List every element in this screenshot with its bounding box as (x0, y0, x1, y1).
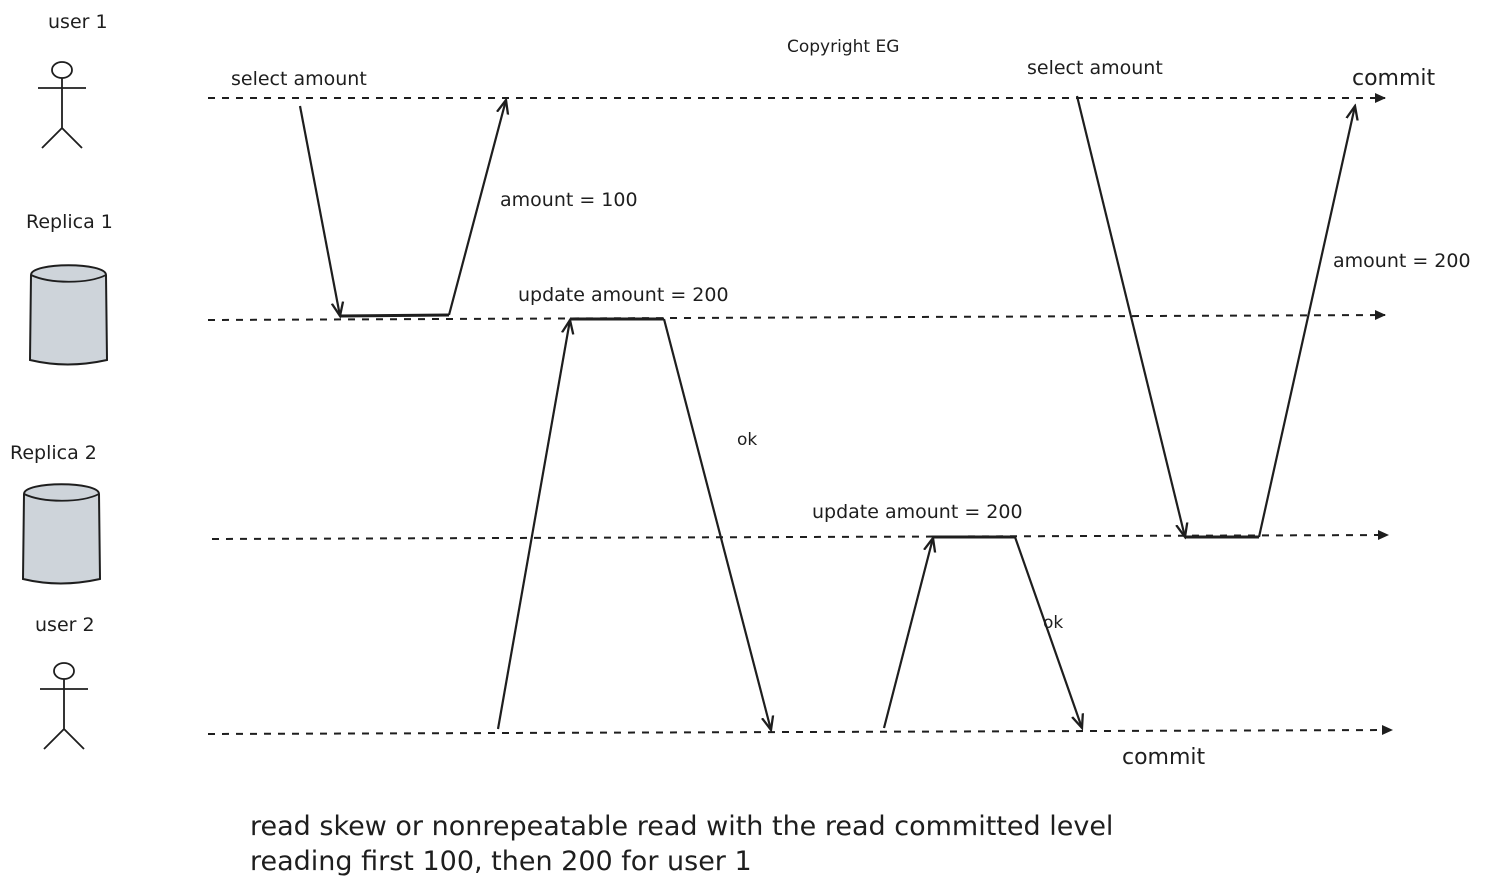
timeline-replica1 (207, 310, 1386, 321)
timeline-user2 (207, 725, 1393, 736)
message-label-update-replica1: update amount = 200 (518, 284, 729, 306)
commit-label-user1: commit (1352, 66, 1436, 91)
message-label-select-amount-2: select amount (1027, 57, 1163, 79)
database-cylinder-icon (21, 483, 102, 585)
arrow-select-amount-2 (1075, 95, 1185, 537)
message-label-select-amount-1: select amount (231, 68, 367, 90)
message-label-amount-200: amount = 200 (1333, 250, 1471, 272)
participant-label-user2: user 2 (35, 614, 95, 636)
participant-replica2: Replica 2 (10, 442, 102, 585)
stick-figure-icon (38, 61, 86, 149)
participant-user1: user 1 (38, 11, 108, 149)
message-label-amount-100: amount = 100 (500, 189, 638, 211)
arrow-amount-100 (447, 100, 506, 316)
participant-label-replica2: Replica 2 (10, 442, 97, 464)
arrow-update-replica2 (882, 538, 933, 729)
arrow-amount-200 (1257, 106, 1355, 538)
database-cylinder-icon (28, 264, 109, 366)
arrow-ok-replica1 (662, 318, 771, 730)
participant-label-user1: user 1 (48, 11, 108, 33)
message-label-ok-replica1: ok (737, 430, 757, 450)
participant-replica1: Replica 1 (26, 211, 113, 366)
stick-figure-icon (40, 662, 88, 750)
arrow-select-amount-1 (298, 105, 340, 316)
processing-bar-replica1-read (339, 313, 450, 318)
copyright-label: Copyright EG (787, 37, 899, 57)
message-label-ok-replica2: ok (1043, 613, 1063, 633)
caption-line-2: reading first 100, then 200 for user 1 (250, 846, 752, 877)
commit-label-user2: commit (1122, 745, 1206, 770)
caption-line-1: read skew or nonrepeatable read with the… (250, 811, 1113, 842)
arrow-update-replica1 (496, 320, 570, 730)
participant-user2: user 2 (35, 614, 95, 750)
arrow-ok-replica2 (1013, 536, 1082, 728)
message-label-update-replica2: update amount = 200 (812, 501, 1023, 523)
participant-label-replica1: Replica 1 (26, 211, 113, 233)
